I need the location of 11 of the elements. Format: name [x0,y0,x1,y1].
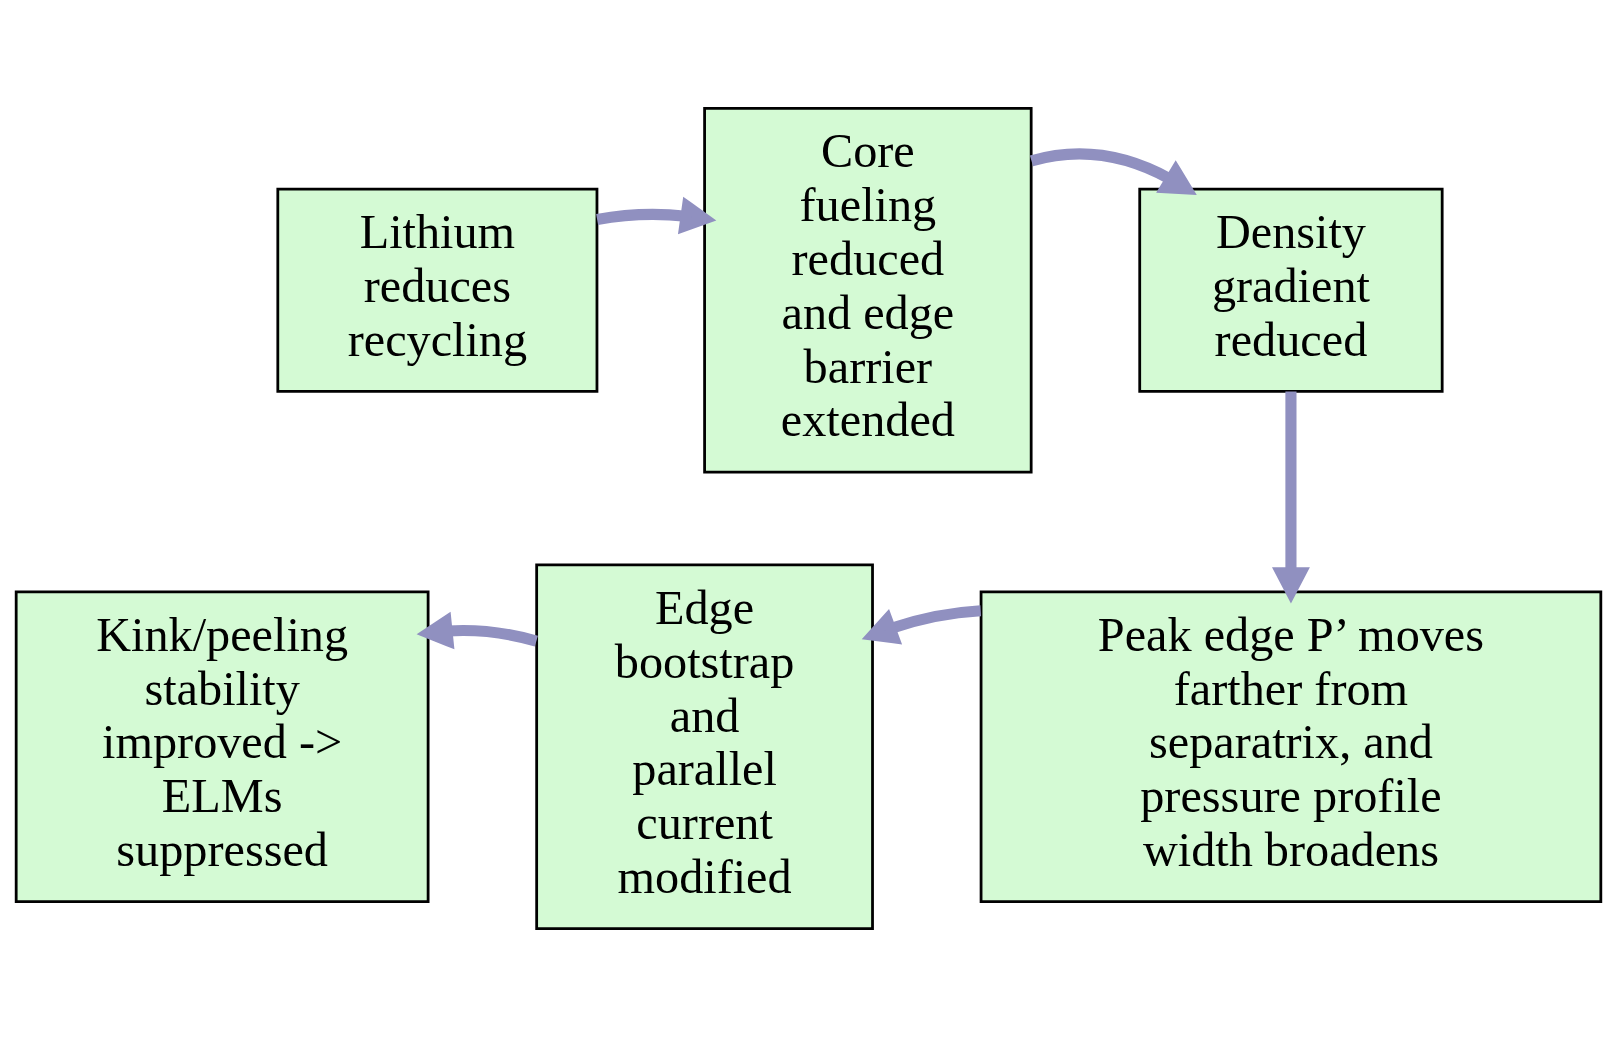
node-box: Density gradient reduced [1138,187,1444,393]
node-box: Kink/peeling stability improved -> ELMs suppressed [14,590,430,904]
arrow [861,605,982,645]
node-box: Edge bootstrap and parallel current modified [535,563,874,930]
arrow [416,611,538,650]
node-box: Peak edge P’ moves farther from separatrix, and pressure profile width broadens [979,590,1603,904]
arrow [1272,391,1310,604]
arrow [596,196,717,235]
arrow [1030,148,1197,196]
node-box: Core fueling reduced and edge barrier extended [703,107,1033,474]
node-box: Lithium reduces recycling [276,187,599,393]
